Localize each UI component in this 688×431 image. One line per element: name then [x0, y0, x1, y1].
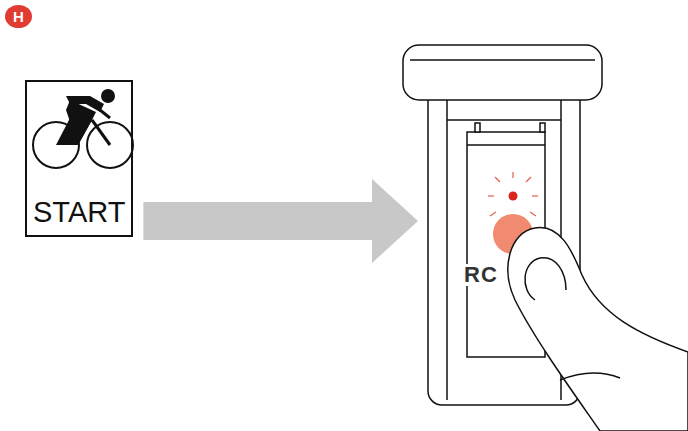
flow-arrow: [143, 179, 418, 263]
bicycle-icon: [33, 89, 133, 168]
start-icon-box: START: [25, 80, 133, 237]
device-body: RC: [428, 88, 580, 405]
step-letter: H: [13, 9, 24, 24]
device-brand: RC: [462, 264, 500, 286]
pressing-finger: [508, 228, 688, 431]
led-light: [488, 172, 538, 216]
mode-label: START: [33, 198, 125, 227]
step-badge: H: [5, 5, 32, 28]
